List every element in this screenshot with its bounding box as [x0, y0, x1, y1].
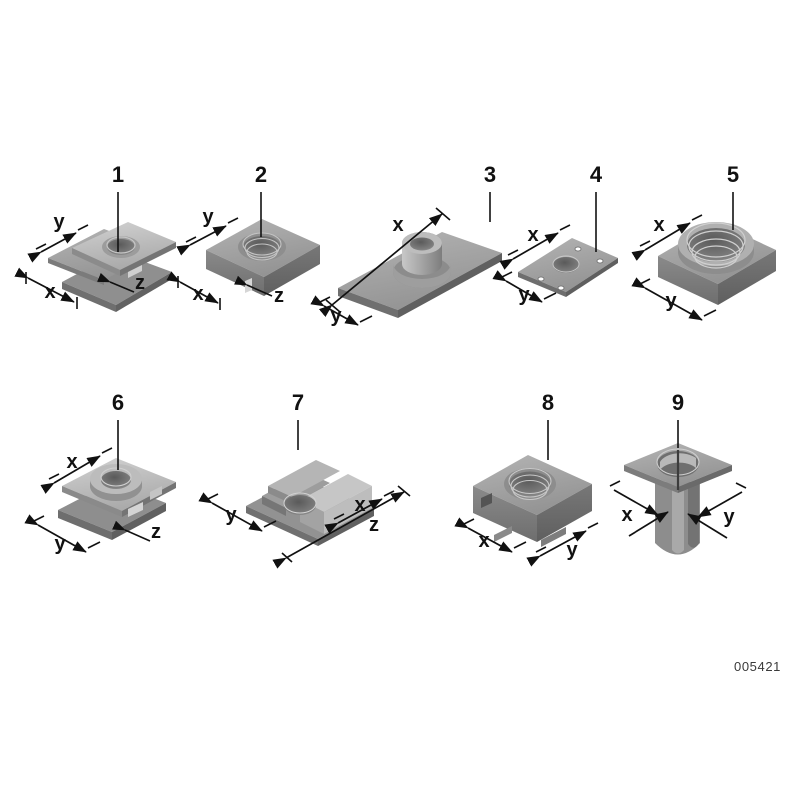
part-3-dimensions — [310, 207, 451, 326]
dim-letter-1-z: z — [135, 272, 145, 294]
callout-number-7[interactable]: 7 — [292, 390, 304, 415]
part-5-graphic — [658, 222, 776, 305]
diagram-reference-number: 005421 — [734, 659, 781, 674]
part-1-dimensions — [14, 224, 135, 309]
callout-number-9[interactable]: 9 — [672, 390, 684, 415]
part-4-graphic — [518, 238, 618, 297]
dim-letter-6-x: x — [66, 451, 77, 473]
part-6-dimensions — [24, 447, 151, 553]
callout-number-5[interactable]: 5 — [727, 162, 739, 187]
dim-letter-9-x: x — [621, 504, 632, 526]
callout-leader-lines — [117, 192, 734, 470]
callout-number-4[interactable]: 4 — [590, 162, 603, 187]
dim-letter-7-y: y — [225, 504, 237, 526]
dim-letter-8-x: x — [478, 530, 489, 552]
dim-letter-2-x: x — [192, 283, 203, 305]
callout-number-3[interactable]: 3 — [484, 162, 496, 187]
part-1-graphic — [48, 222, 176, 312]
callout-number-8[interactable]: 8 — [542, 390, 554, 415]
dim-letter-7-x: x — [354, 494, 365, 516]
part-3-graphic — [338, 232, 502, 318]
dim-letter-6-z: z — [151, 521, 161, 543]
part-5-dimensions — [631, 214, 717, 321]
dim-letter-1-y: y — [53, 211, 65, 233]
dim-letter-1-x: x — [44, 281, 55, 303]
part-4-dimensions — [492, 224, 571, 303]
dim-letter-4-y: y — [518, 284, 530, 306]
dim-letter-8-y: y — [566, 539, 578, 561]
dim-letter-7-z: z — [369, 514, 379, 536]
dim-letter-2-z: z — [274, 285, 284, 307]
part-9-dimensions — [609, 480, 747, 539]
callout-number-1[interactable]: 1 — [112, 162, 124, 187]
dim-letter-5-x: x — [653, 214, 664, 236]
callout-number-6[interactable]: 6 — [112, 390, 124, 415]
part-2-dimensions — [166, 217, 273, 310]
dim-letter-5-y: y — [665, 290, 677, 312]
callout-number-2[interactable]: 2 — [255, 162, 267, 187]
dim-letter-3-y: y — [330, 305, 342, 327]
dim-letter-6-y: y — [54, 533, 66, 555]
dim-letter-9-y: y — [723, 506, 735, 528]
dim-letter-3-x: x — [392, 214, 403, 236]
part-9-graphic — [624, 443, 732, 555]
part-8-graphic — [473, 455, 592, 547]
part-7-dimensions — [198, 485, 411, 569]
part-2-graphic — [206, 219, 320, 296]
dim-letter-2-y: y — [202, 206, 214, 228]
dim-letter-4-x: x — [527, 224, 538, 246]
part-8-dimensions — [454, 517, 599, 567]
